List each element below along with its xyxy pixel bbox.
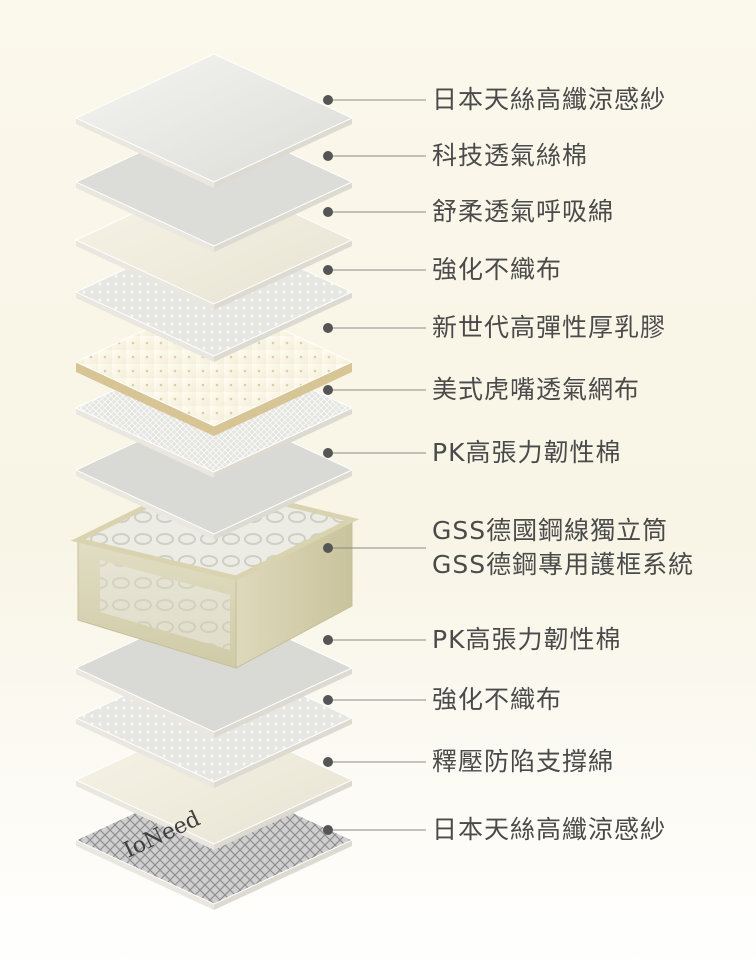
layer-mesh-fabric-left-edge [76, 408, 214, 478]
spring-box-visible-coils [100, 560, 230, 650]
layer-wave-fabric [74, 53, 354, 188]
leader-dot [323, 543, 333, 553]
leader-dot [323, 385, 333, 395]
layer-label: 新世代高彈性厚乳膠 [432, 313, 667, 342]
layer-nonwoven-dots-right-edge [214, 292, 352, 362]
layer-label: 日本天絲高纖涼感紗 [432, 815, 667, 844]
layer-bottom-fabric-left-edge [76, 840, 214, 910]
layer-mesh-fabric-right-edge [214, 408, 352, 478]
layer-label: 釋壓防陷支撐綿 [432, 747, 615, 776]
layer-pk-fiber-right-edge [214, 470, 352, 540]
layer-bottom-fabric-right-edge [214, 840, 352, 910]
leader-dot [323, 151, 333, 161]
layer-wave-fabric-top [74, 53, 354, 183]
layer-nonwoven-dots-left-edge [76, 718, 214, 788]
layer-soft-foam-left-edge [76, 240, 214, 310]
layer-label-line2: GSS德鋼專用護框系統 [432, 550, 695, 579]
layer-pk-fiber-right-edge [214, 668, 352, 738]
layer-support-foam-right-edge [214, 780, 352, 850]
leader-dot [323, 695, 333, 705]
layer-latex-perforated-right-edge [214, 362, 352, 436]
leader-dot [323, 825, 333, 835]
layer-nonwoven-dots-right-edge [214, 718, 352, 788]
leader-dot [323, 757, 333, 767]
layer-label: 舒柔透氣呼吸綿 [432, 197, 615, 226]
layer-pk-fiber-left-edge [76, 470, 214, 540]
layer-wave-fabric-right-edge [214, 118, 352, 188]
leader-dot [323, 95, 333, 105]
layer-label: 美式虎嘴透氣網布 [432, 375, 641, 404]
leader-dot [323, 635, 333, 645]
layer-pk-fiber-left-edge [76, 668, 214, 738]
layer-label: PK高張力韌性棉 [432, 438, 622, 467]
layer-support-foam-left-edge [76, 780, 214, 850]
layer-label-line1: GSS德國鋼線獨立筒 [432, 516, 669, 545]
layer-latex-perforated-left-edge [76, 362, 214, 436]
leader-dot [323, 207, 333, 217]
layer-label: GSS德國鋼線獨立筒 GSS德鋼專用護框系統 [432, 514, 694, 582]
layer-label: 日本天絲高纖涼感紗 [432, 85, 667, 114]
layer-silk-fiber-left-edge [76, 182, 214, 252]
layer-label: 科技透氣絲棉 [432, 141, 589, 170]
leader-dot [323, 323, 333, 333]
leader-dot [323, 265, 333, 275]
layer-label: PK高張力韌性棉 [432, 625, 622, 654]
layer-wave-fabric-left-edge [76, 118, 214, 188]
layer-label: 強化不織布 [432, 685, 563, 714]
layer-silk-fiber-right-edge [214, 182, 352, 252]
layer-label: 強化不織布 [432, 255, 563, 284]
leader-dot [323, 448, 333, 458]
layer-nonwoven-dots-left-edge [76, 292, 214, 362]
layer-soft-foam-right-edge [214, 240, 352, 310]
